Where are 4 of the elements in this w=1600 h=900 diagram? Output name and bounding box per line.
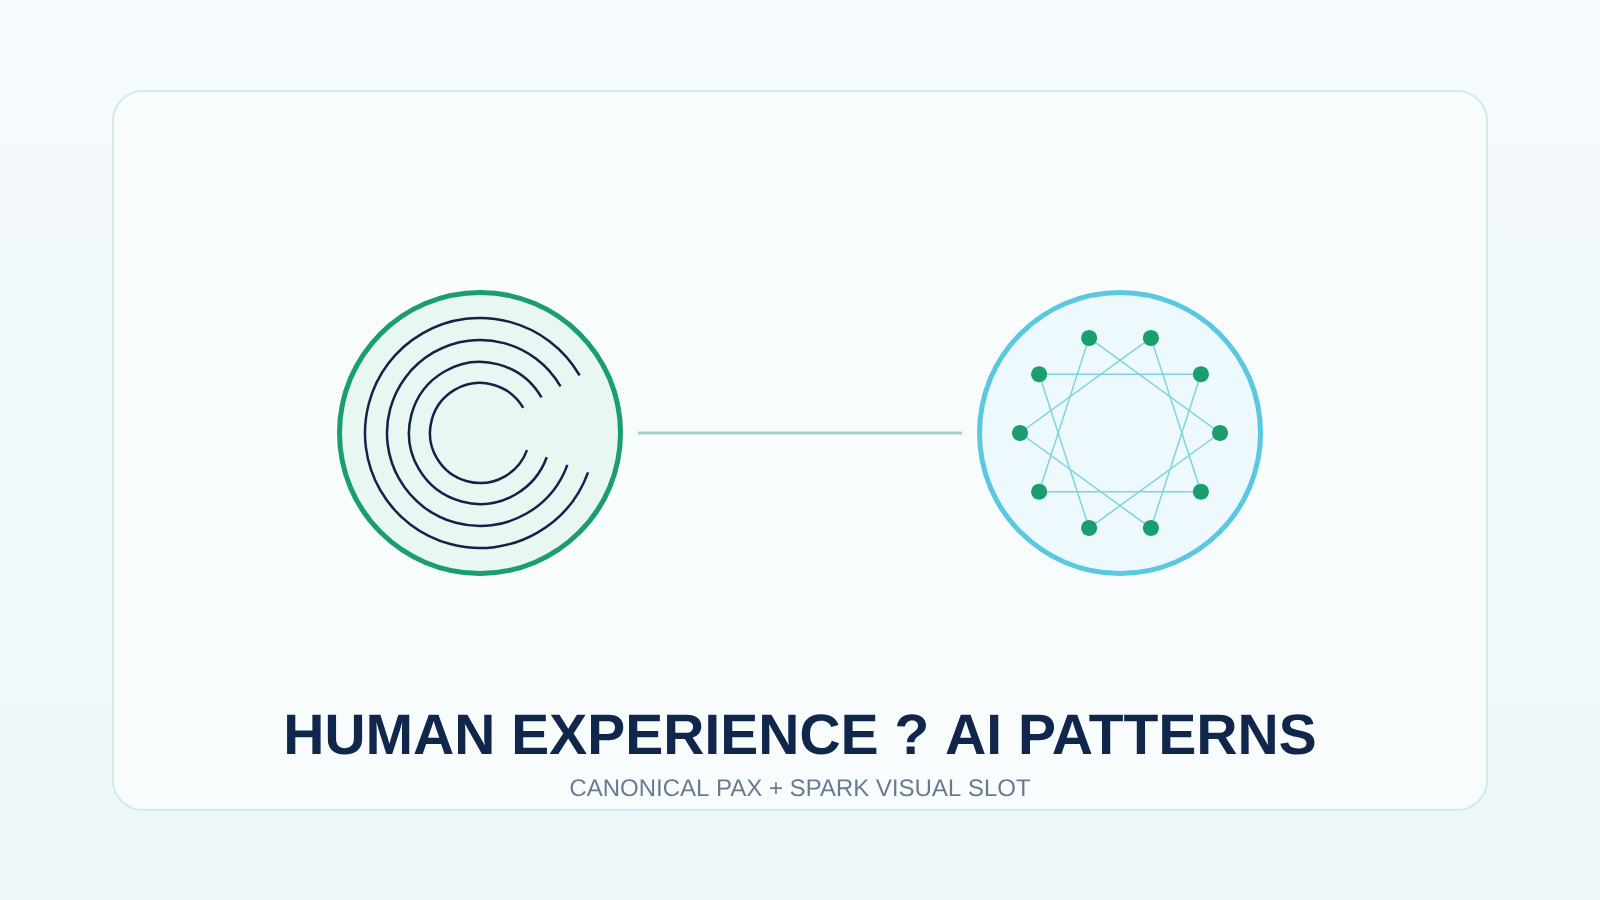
title: HUMAN EXPERIENCE ? AI PATTERNS xyxy=(287,714,1315,755)
connector-line xyxy=(638,431,962,435)
circle-node xyxy=(337,290,623,576)
subtitle: CANONICAL PAX + SPARK VISUAL SLOT xyxy=(570,779,1031,797)
